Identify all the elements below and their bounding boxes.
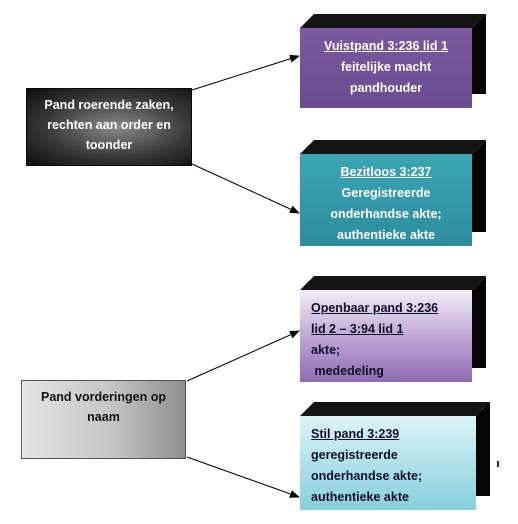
- box-front-face: Openbaar pand 3:236 lid 2 – 3:94 lid 1 a…: [300, 290, 472, 382]
- connector-roerende-to-vuistpand: [191, 54, 300, 91]
- target-box-bezitloos: Bezitloos 3:237 Geregistreerde onderhand…: [300, 140, 486, 246]
- source-roerende-line-3: toonder: [85, 138, 133, 152]
- bezitloos-heading: Bezitloos 3:237: [340, 165, 432, 179]
- openbaar-line-2: mededeling: [311, 364, 384, 378]
- openbaar-heading-line-2: lid 2 – 3:94 lid 1: [311, 322, 404, 336]
- box-side-face: [476, 402, 490, 496]
- target-box-openbaar-pand: Openbaar pand 3:236 lid 2 – 3:94 lid 1 a…: [300, 276, 486, 382]
- box-top-face: [300, 276, 486, 290]
- box-front-face: Stil pand 3:239 geregistreerde onderhand…: [300, 416, 476, 510]
- target-box-vuistpand: Vuistpand 3:236 lid 1 feitelijke macht p…: [300, 14, 486, 108]
- source-box-roerende-zaken: Pand roerende zaken, rechten aan order e…: [26, 88, 192, 166]
- box-top-face: [300, 14, 486, 28]
- corner-tick-mark: [497, 461, 499, 467]
- box-front-face: Vuistpand 3:236 lid 1 feitelijke macht p…: [300, 28, 472, 108]
- bezitloos-line-3: authentieke akte: [337, 228, 435, 242]
- connector-vorderingen-to-openbaar: [186, 330, 300, 382]
- source-vorderingen-line-2: naam: [87, 410, 120, 424]
- source-box-vorderingen: Pand vorderingen op naam: [21, 380, 186, 459]
- stil-line-3: authentieke akte: [311, 490, 409, 504]
- box-top-face: [300, 140, 486, 154]
- box-side-face: [472, 140, 486, 232]
- box-front-face: Bezitloos 3:237 Geregistreerde onderhand…: [300, 154, 472, 246]
- source-roerende-line-2: rechten aan order en: [47, 118, 171, 132]
- connector-vorderingen-to-stil: [186, 456, 300, 498]
- source-roerende-line-1: Pand roerende zaken,: [44, 98, 174, 112]
- connector-roerende-to-bezitloos: [191, 163, 300, 214]
- stil-line-2: onderhandse akte;: [311, 469, 423, 483]
- box-top-face: [300, 402, 490, 416]
- stil-line-1: geregistreerde: [311, 448, 398, 462]
- box-side-face: [472, 14, 486, 94]
- stil-heading: Stil pand 3:239: [311, 427, 400, 441]
- bezitloos-line-1: Geregistreerde: [341, 186, 431, 200]
- openbaar-line-1: akte;: [311, 343, 341, 357]
- source-vorderingen-line-1: Pand vorderingen op: [40, 390, 166, 404]
- box-side-face: [472, 276, 486, 368]
- bezitloos-line-2: onderhandse akte;: [330, 207, 442, 221]
- target-box-stil-pand: Stil pand 3:239 geregistreerde onderhand…: [300, 402, 490, 510]
- openbaar-heading-line-1: Openbaar pand 3:236: [311, 301, 439, 315]
- vuistpand-line-2: pandhouder: [349, 81, 423, 95]
- vuistpand-heading: Vuistpand 3:236 lid 1: [324, 39, 448, 53]
- vuistpand-line-1: feitelijke macht: [340, 60, 432, 74]
